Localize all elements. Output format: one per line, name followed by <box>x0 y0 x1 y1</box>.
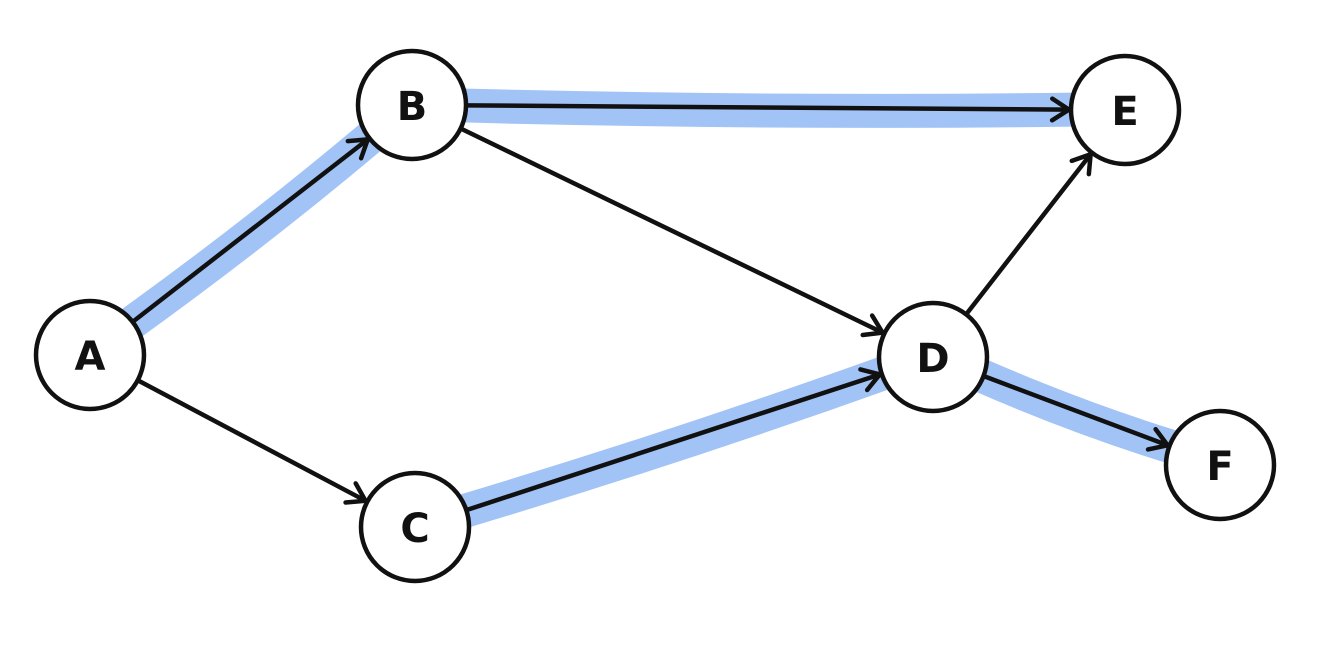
node-e: E <box>1068 53 1182 167</box>
node-a: A <box>33 298 147 412</box>
node-d: D <box>876 300 990 414</box>
edge-d-e <box>963 151 1093 317</box>
node-c-circle <box>358 470 472 584</box>
node-e-label: E <box>1111 89 1138 135</box>
node-c-label: C <box>400 506 429 552</box>
node-d-label: D <box>916 336 949 382</box>
node-a-label: A <box>75 334 106 380</box>
node-f-circle <box>1163 408 1277 522</box>
node-b-circle <box>355 48 469 162</box>
edge-d-f <box>981 373 1170 448</box>
node-d-circle <box>876 300 990 414</box>
edge-c-d <box>464 372 883 513</box>
node-b-label: B <box>397 84 428 130</box>
edge-a-c <box>135 378 368 504</box>
node-f-label: F <box>1206 444 1233 490</box>
node-c: C <box>358 470 472 584</box>
edge-layer <box>130 96 1170 513</box>
edge-b-e <box>463 103 1072 112</box>
node-f: F <box>1163 408 1277 522</box>
edge-b-d <box>458 126 885 335</box>
edge-a-b <box>130 137 371 325</box>
node-e-circle <box>1068 53 1182 167</box>
node-layer: A B C D E F <box>33 48 1277 584</box>
node-b: B <box>355 48 469 162</box>
node-a-circle <box>33 298 147 412</box>
